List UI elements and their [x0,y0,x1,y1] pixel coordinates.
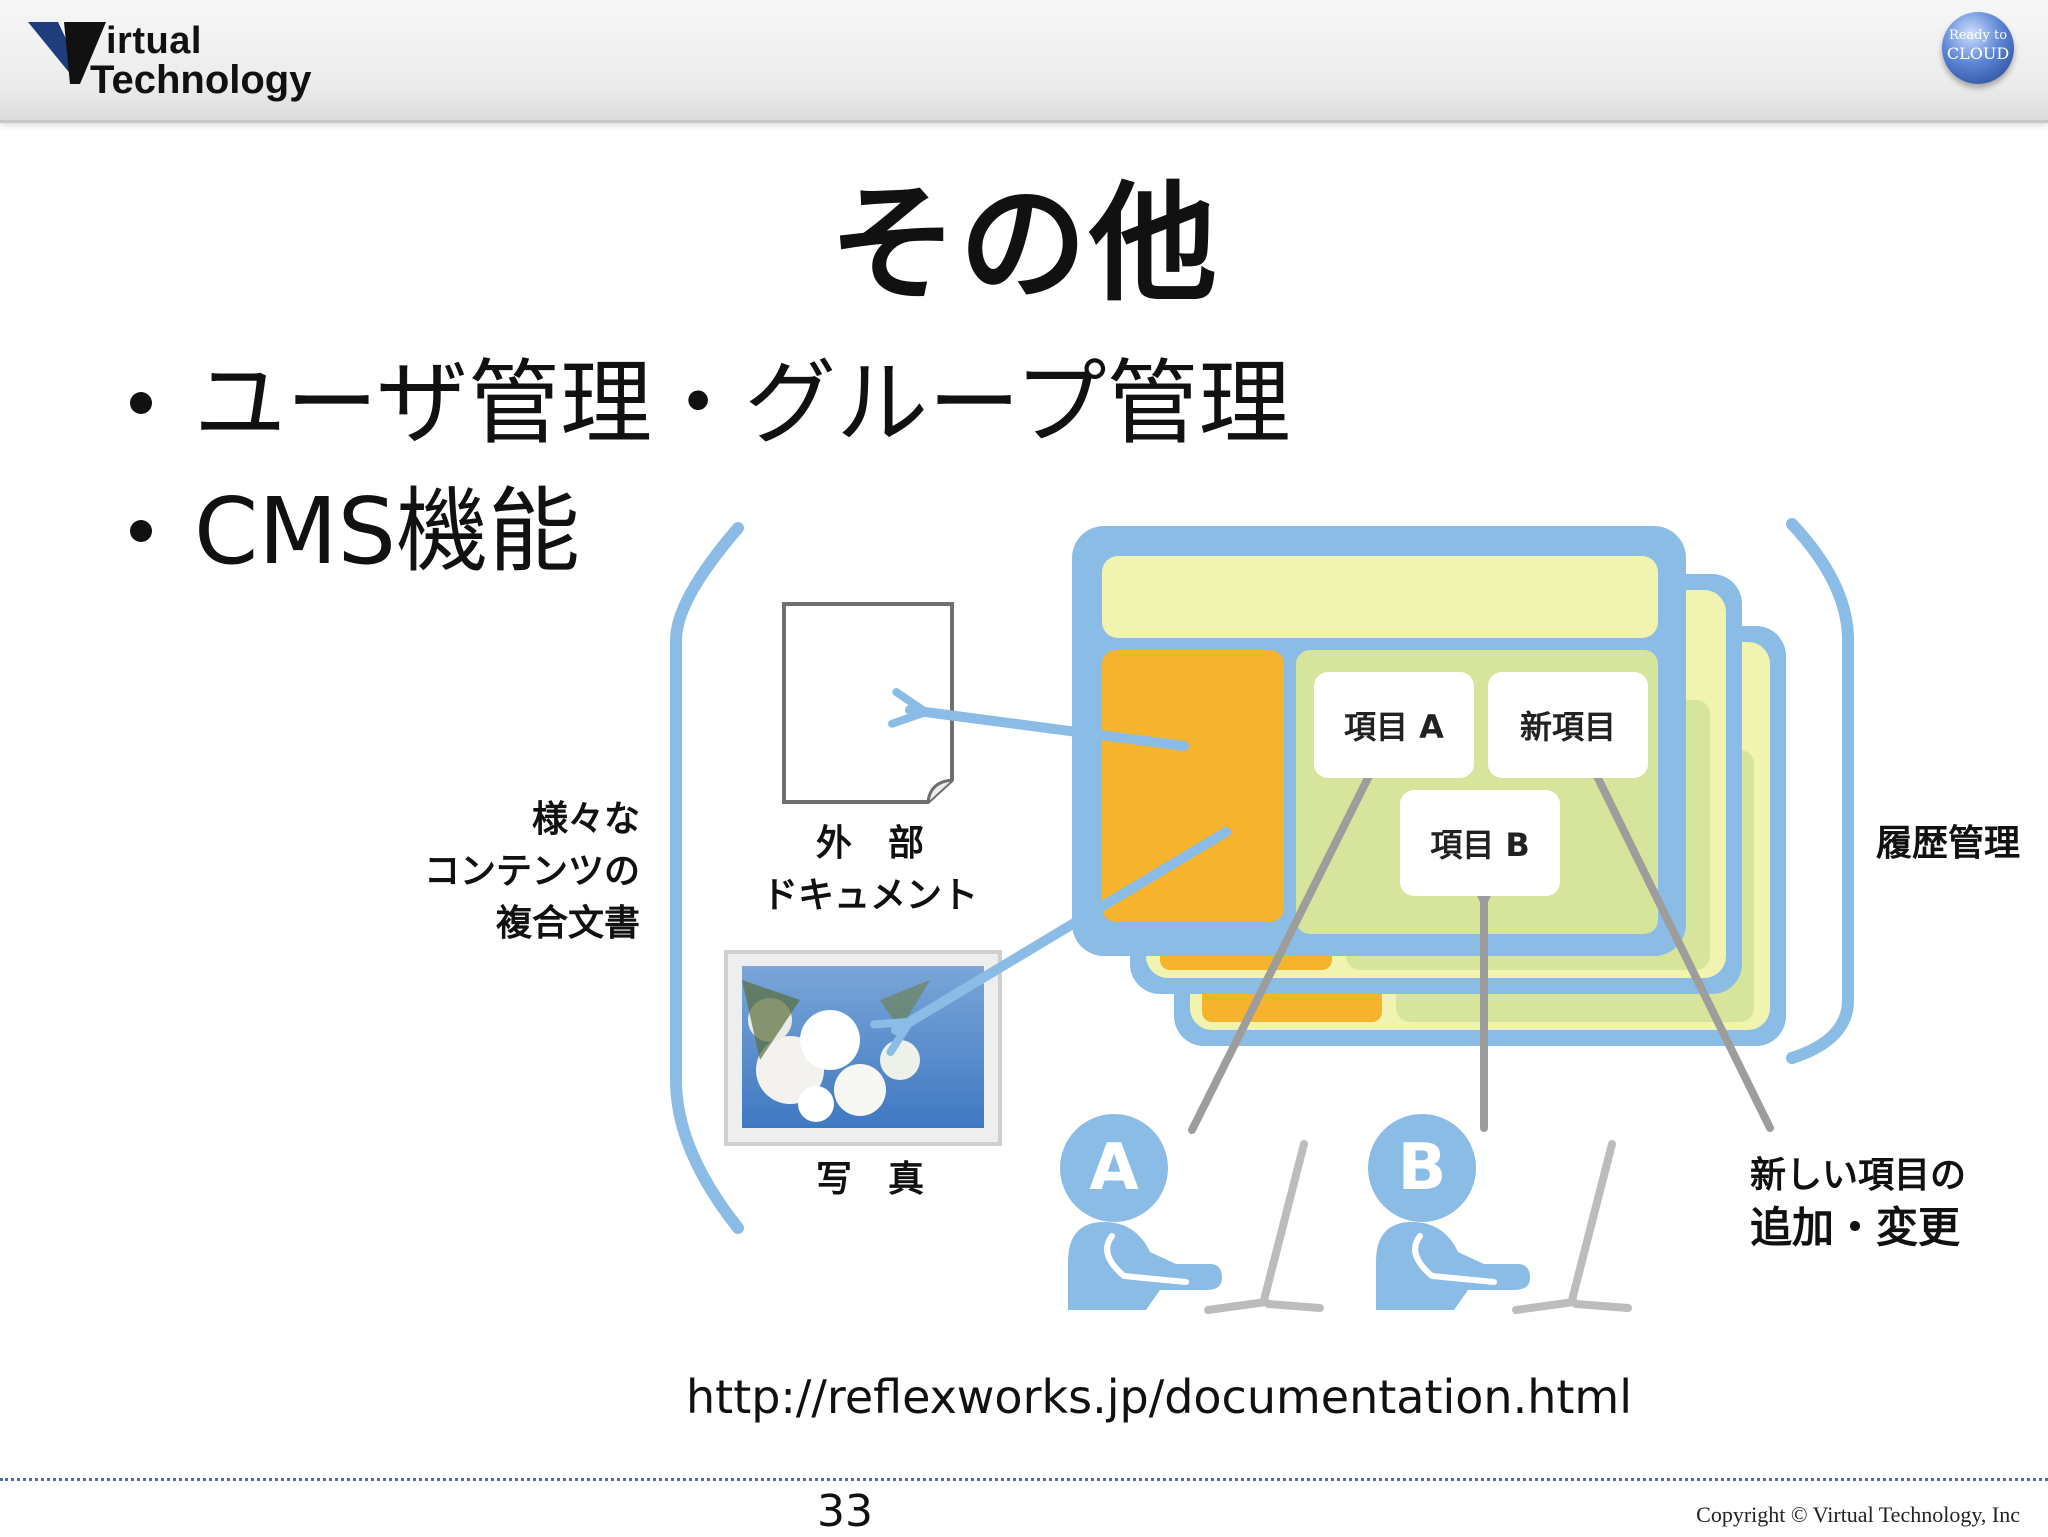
user-a-letter: A [1089,1131,1139,1205]
copyright-text: Copyright © Virtual Technology, Inc [1696,1502,2020,1527]
footer-divider [0,1478,2048,1481]
user-b-figure [1368,1114,1632,1314]
user-b-letter: B [1397,1131,1447,1205]
bullet-item: CMS機能 [130,468,1291,596]
add-change-label: 新しい項目の 追加・変更 [1750,1150,1966,1254]
mixed-content-line: 様々な [531,799,640,840]
bullet-text: ユーザ管理・グループ管理 [194,350,1291,457]
left-bracket [670,522,744,1234]
page-number: 33 [817,1486,873,1537]
badge-text-line2: CLOUD [1946,44,2010,63]
add-change-line: 追加・変更 [1750,1203,1961,1252]
item-b-box: 項目 B [1400,790,1560,896]
history-management-label: 履歴管理 [1876,823,2021,864]
arrow-new-to-new-item [1571,745,1774,1132]
logo-text-line1: irtual [106,20,202,62]
bullet-item: ユーザ管理・グループ管理 [130,340,1291,468]
item-b-label: 項目 B [1430,826,1530,864]
external-document-line: 外 部 [815,823,924,864]
mixed-content-label: 様々な コンテンツの 複合文書 [380,794,640,950]
bullet-list: ユーザ管理・グループ管理 CMS機能 [130,340,1291,596]
item-a-box: 項目 A [1314,672,1474,778]
photo-image [724,950,1002,1146]
user-a-figure [1060,1114,1324,1314]
external-document-icon [782,602,954,804]
header-bar: irtual Technology Ready to CLOUD [0,0,2048,123]
company-logo: irtual Technology [28,18,311,102]
bullet-dot-icon [130,519,152,542]
arrow-user-a-to-item-a [1188,745,1395,1134]
arrow-to-external-doc [888,688,1189,751]
bullet-dot-icon [130,391,152,414]
external-document-label: 外 部 ドキュメント [740,818,1000,922]
bullet-text: CMS機能 [194,478,581,585]
photo-label: 写 真 [815,1159,924,1200]
arrow-to-photo [870,827,1231,1056]
new-item-label: 新項目 [1519,708,1616,746]
add-change-line: 新しい項目の [1750,1155,1967,1196]
external-document-line: ドキュメント [761,875,978,916]
badge-text-line1: Ready to [1948,28,2008,43]
right-bracket [1786,518,1854,1064]
slide-title: その他 [828,170,1219,319]
documentation-url: http://reflexworks.jp/documentation.html [686,1370,1632,1424]
mixed-content-line: 複合文書 [495,903,640,944]
mixed-content-line: コンテンツの [423,851,640,892]
v-logo-icon [28,22,106,84]
item-a-label: 項目 A [1344,708,1444,746]
new-item-box: 新項目 [1488,672,1648,778]
logo-text-line2: Technology [90,58,312,102]
ready-to-cloud-badge: Ready to CLOUD [1942,12,2014,84]
